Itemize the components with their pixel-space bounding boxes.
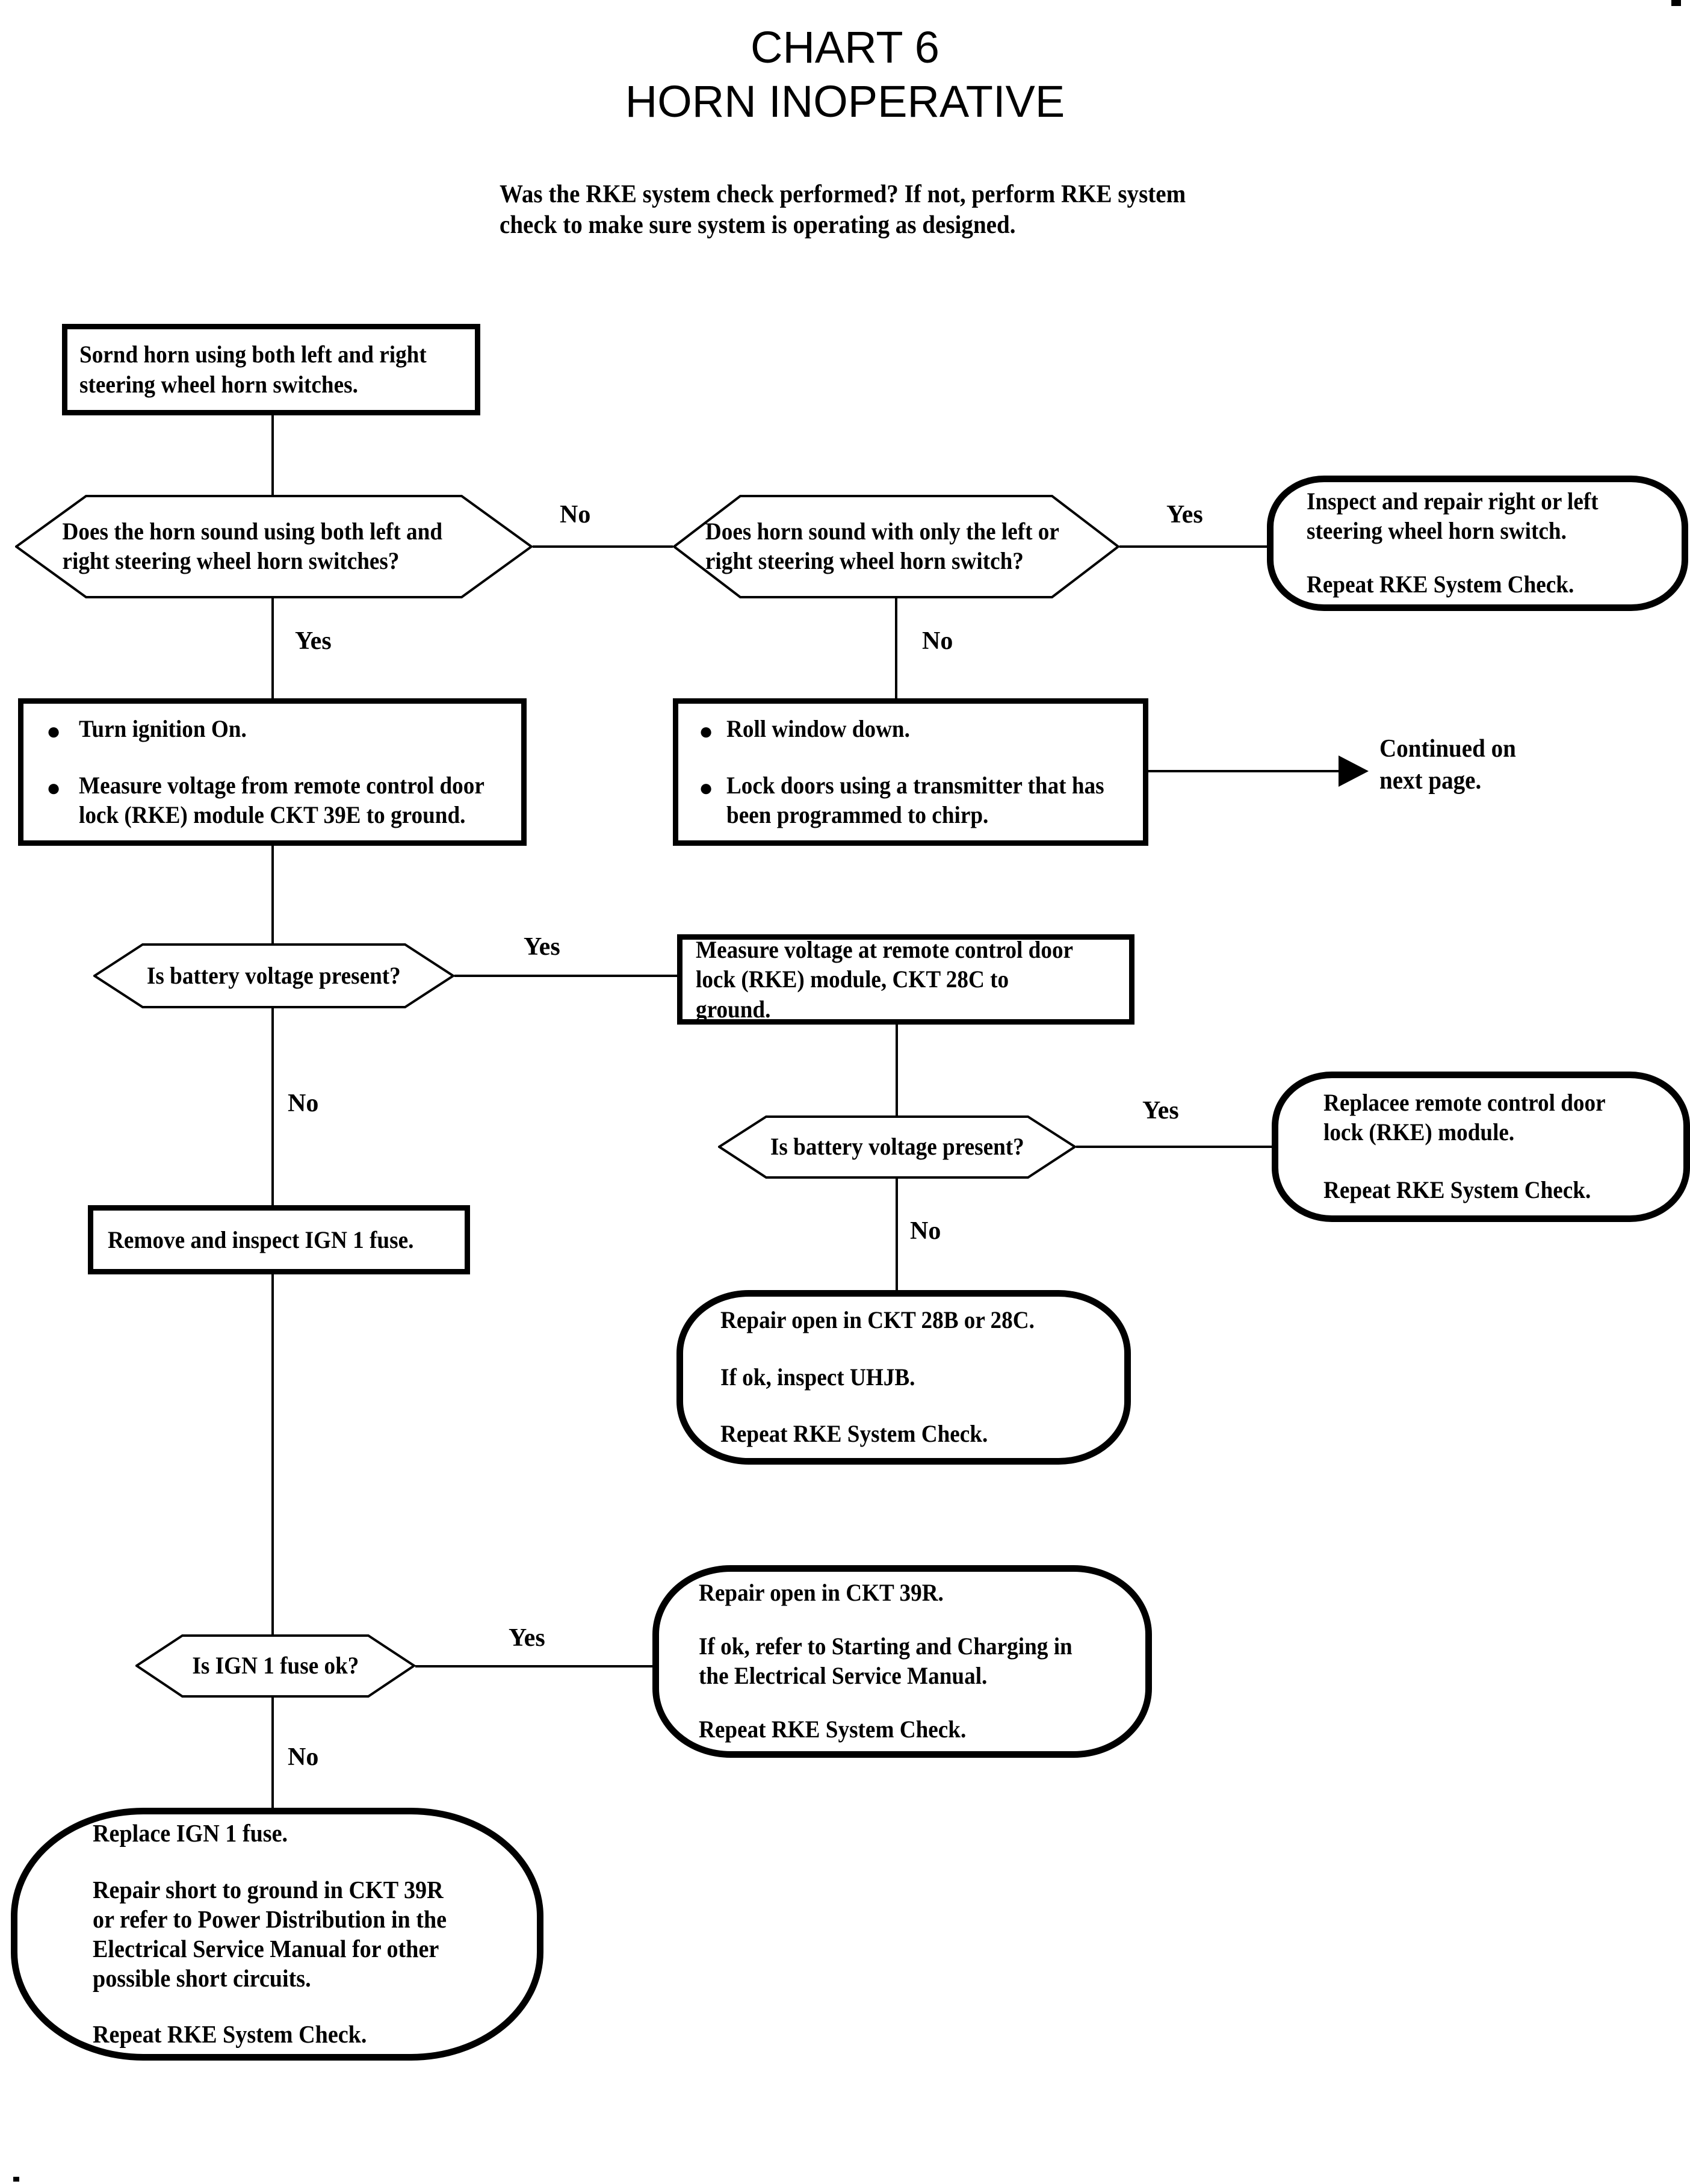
terminator-repair-39r: Repair open in CKT 39R. If ok, refer to … <box>652 1565 1152 1758</box>
terminator-repair-28b-28c: Repair open in CKT 28B or 28C. If ok, in… <box>676 1290 1131 1465</box>
hexagon-shape <box>93 943 454 1008</box>
terminator-replace-rke: Replacee remote control door lock (RKE) … <box>1272 1072 1690 1222</box>
connector-q-batt2-to-t-28b <box>896 1179 898 1290</box>
intro-note: Was the RKE system check performed? If n… <box>500 179 1198 241</box>
connector-p-ign-to-q-batt1 <box>271 846 274 943</box>
decision-battery-voltage-1: Is battery voltage present? <box>93 943 454 1008</box>
bullet-icon: ● <box>699 718 714 745</box>
terminator-inspect-switch-line1: Inspect and repair right or left steerin… <box>1307 488 1599 545</box>
arrow-right-icon <box>1339 755 1369 787</box>
connector-q-batt2-to-t-rke <box>1076 1146 1272 1148</box>
terminator-inspect-switch: Inspect and repair right or left steerin… <box>1267 476 1688 611</box>
process-remove-fuse: Remove and inspect IGN 1 fuse. <box>88 1205 470 1274</box>
connector-q-both-to-q-single <box>533 545 673 548</box>
hexagon-shape <box>135 1634 415 1698</box>
connector-p-fuse-to-q-fuse <box>271 1274 274 1634</box>
terminator-replace-rke-line2: Repeat RKE System Check. <box>1323 1176 1591 1204</box>
bullet-list: ● Turn ignition On. ● Measure voltage fr… <box>23 714 521 830</box>
connector-q-fuse-to-t-39r <box>415 1665 652 1667</box>
scan-artifact-bottom-left <box>13 2177 19 2182</box>
decision-ign1-fuse-ok-text: Is IGN 1 fuse ok? <box>192 1652 359 1680</box>
hexagon-shape <box>673 495 1119 598</box>
connector-start-to-q-both <box>271 415 274 495</box>
edge-label-no: No <box>288 1090 319 1117</box>
terminator-replace-fuse-line3: Repeat RKE System Check. <box>93 2020 367 2049</box>
terminator-repair-28b-28c-line3: Repeat RKE System Check. <box>720 1420 988 1448</box>
decision-battery-voltage-2: Is battery voltage present? <box>718 1115 1076 1179</box>
connector-q-both-to-p-ign <box>271 598 274 698</box>
decision-horn-both-switches-text: Does the horn sound using both left and … <box>62 518 442 574</box>
chart-subject-title: HORN INOPERATIVE <box>625 76 1065 127</box>
edge-label-yes: Yes <box>1166 501 1203 529</box>
continued-note: Continued on next page. <box>1379 733 1560 796</box>
bullet-item-text: Measure voltage from remote control door… <box>79 771 484 829</box>
edge-label-no: No <box>922 627 953 655</box>
process-remove-fuse-text: Remove and inspect IGN 1 fuse. <box>108 1226 414 1253</box>
bullet-list: ● Roll window down. ● Lock doors using a… <box>678 714 1143 830</box>
intro-note-text: Was the RKE system check performed? If n… <box>500 181 1186 240</box>
edge-label-yes: Yes <box>1142 1097 1179 1125</box>
hexagon-shape <box>15 495 533 598</box>
connector-q-single-to-t-switch <box>1119 545 1267 548</box>
process-sound-horn: Sornd horn using both left and right ste… <box>62 324 480 415</box>
terminator-repair-28b-28c-line2: If ok, inspect UHJB. <box>720 1363 915 1391</box>
bullet-icon: ● <box>699 774 714 801</box>
terminator-replace-rke-line1: Replacee remote control door lock (RKE) … <box>1323 1088 1605 1146</box>
bullet-item-text: Roll window down. <box>726 715 910 743</box>
decision-horn-both-switches: Does the horn sound using both left and … <box>15 495 533 598</box>
edge-label-yes: Yes <box>524 933 560 961</box>
bullet-item: ● Turn ignition On. <box>23 714 521 745</box>
terminator-repair-28b-28c-line1: Repair open in CKT 28B or 28C. <box>720 1306 1035 1333</box>
decision-horn-single-switch: Does horn sound with only the left or ri… <box>673 495 1119 598</box>
scan-artifact-top-right <box>1671 0 1681 6</box>
decision-horn-single-switch-text: Does horn sound with only the left or ri… <box>705 518 1059 574</box>
chart-number-title: CHART 6 <box>751 22 939 72</box>
terminator-replace-fuse-line1: Replace IGN 1 fuse. <box>93 1819 288 1847</box>
connector-q-batt1-to-p-fuse <box>271 1008 274 1205</box>
connector-q-single-to-p-window <box>895 598 897 698</box>
process-measure-28c: Measure voltage at remote control door l… <box>677 934 1134 1025</box>
bullet-item: ● Roll window down. <box>678 714 1143 745</box>
bullet-item-text: Turn ignition On. <box>79 715 247 743</box>
edge-label-yes: Yes <box>295 627 332 655</box>
terminator-repair-39r-line2: If ok, refer to Starting and Charging in… <box>699 1633 1072 1689</box>
terminator-replace-fuse: Replace IGN 1 fuse. Repair short to grou… <box>11 1808 543 2061</box>
edge-label-no: No <box>560 501 591 529</box>
connector-q-batt1-to-p-28c <box>454 975 677 977</box>
process-sound-horn-text: Sornd horn using both left and right ste… <box>79 341 427 398</box>
bullet-icon: ● <box>46 774 61 801</box>
terminator-repair-39r-line3: Repeat RKE System Check. <box>699 1715 967 1743</box>
decision-ign1-fuse-ok: Is IGN 1 fuse ok? <box>135 1634 415 1698</box>
edge-label-yes: Yes <box>509 1624 545 1652</box>
connector-q-fuse-to-t-fuse <box>271 1698 274 1808</box>
page-title: CHART 6 HORN INOPERATIVE <box>0 20 1690 129</box>
edge-label-no: No <box>910 1217 941 1245</box>
edge-label-no: No <box>288 1743 319 1771</box>
bullet-item: ● Measure voltage from remote control do… <box>23 771 521 830</box>
bullet-item: ● Lock doors using a transmitter that ha… <box>678 771 1143 830</box>
terminator-inspect-switch-line2: Repeat RKE System Check. <box>1307 570 1574 598</box>
bullet-icon: ● <box>46 718 61 745</box>
decision-battery-voltage-1-text: Is battery voltage present? <box>147 961 401 989</box>
terminator-repair-39r-line1: Repair open in CKT 39R. <box>699 1579 944 1607</box>
process-ignition-measure-39e: ● Turn ignition On. ● Measure voltage fr… <box>18 698 527 846</box>
terminator-replace-fuse-line2: Repair short to ground in CKT 39R or ref… <box>93 1875 447 1993</box>
process-window-lock-doors: ● Roll window down. ● Lock doors using a… <box>673 698 1148 846</box>
hexagon-shape <box>718 1115 1076 1179</box>
connector-to-next-page <box>1148 770 1341 772</box>
decision-battery-voltage-2-text: Is battery voltage present? <box>770 1133 1024 1161</box>
process-measure-28c-text: Measure voltage at remote control door l… <box>696 935 1073 1023</box>
connector-p-28c-to-q-batt2 <box>896 1025 898 1115</box>
continued-note-text: Continued on next page. <box>1379 735 1516 795</box>
bullet-item-text: Lock doors using a transmitter that has … <box>726 771 1104 829</box>
